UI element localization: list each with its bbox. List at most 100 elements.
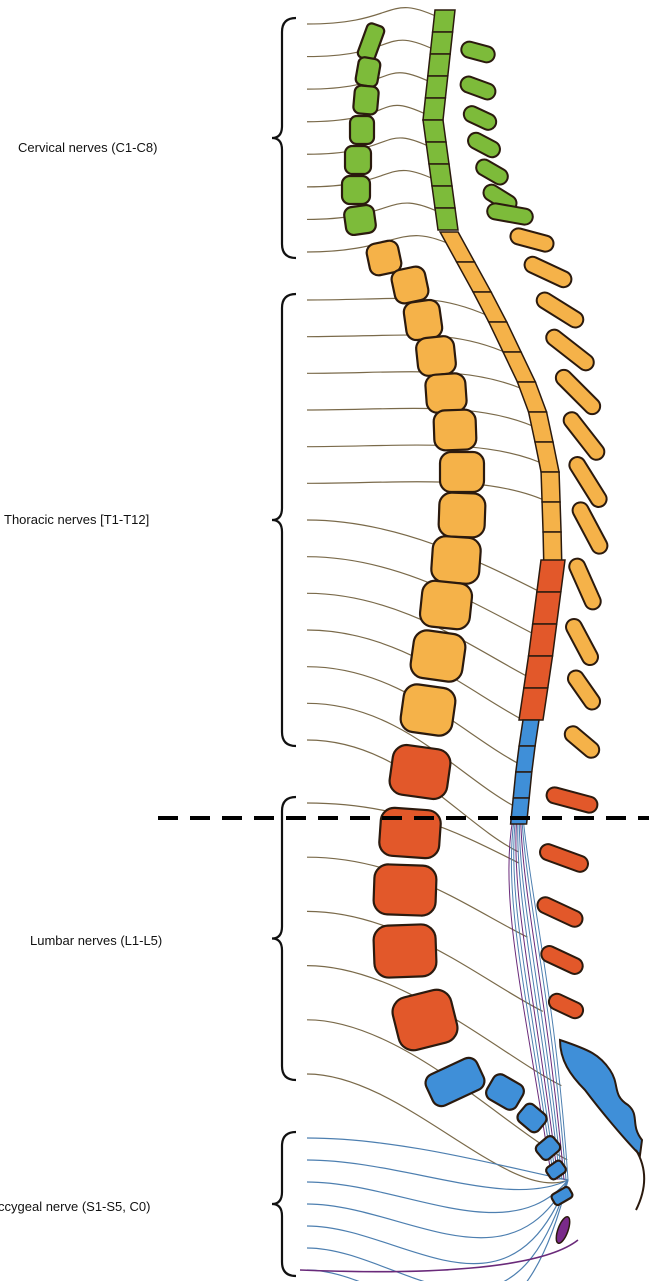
lumbar-cord-segment — [524, 656, 553, 688]
sacral-nerve-line — [307, 1138, 568, 1180]
cervical-vertebral-body — [343, 204, 377, 236]
sacral-nerve-line — [307, 1180, 568, 1281]
thoracic-spinous-process — [566, 454, 609, 510]
thoracic-cord-segment — [473, 292, 507, 322]
sacral-cord-segment — [516, 746, 535, 772]
thoracic-spinous-process — [567, 556, 604, 612]
cervical-vertebral-body — [356, 22, 385, 62]
thoracic-spinous-process — [553, 367, 604, 418]
lumbar-vertebral-body — [373, 864, 437, 916]
thoracic-vertebral-body — [403, 299, 444, 342]
thoracic-nerve-line — [307, 445, 549, 467]
cervical-spinous-process — [486, 202, 534, 226]
sacral-vertebral-body — [422, 1055, 487, 1109]
cervical-nerves-label: Cervical nerves (C1-C8) — [18, 140, 157, 155]
lumbar-vertebral-body — [388, 743, 452, 801]
thoracic-spinous-process — [543, 326, 597, 373]
cervical-nerve-line — [307, 8, 444, 24]
cervical-brace — [272, 18, 296, 258]
cervical-vertebral-body — [355, 56, 382, 87]
sacral-vertebral-body — [550, 1186, 573, 1206]
thoracic-nerve-line — [307, 482, 551, 504]
thoracic-cord-segment — [541, 472, 560, 502]
thoracic-vertebral-body — [409, 629, 467, 684]
cervical-spinous-process — [461, 104, 499, 133]
thoracic-cord-segment — [542, 502, 561, 532]
thoracic-vertebral-body — [390, 265, 430, 305]
sacral-nerve-line — [307, 1180, 568, 1238]
thoracic-vertebral-body — [440, 452, 484, 492]
region-braces — [272, 18, 296, 1276]
sacral-nerve-line — [307, 1180, 568, 1264]
thoracic-vertebral-body — [433, 409, 476, 450]
lumbar-spinous-process — [538, 842, 590, 874]
thoracic-cord-segment — [543, 532, 562, 562]
sacral-cord-segment — [511, 798, 530, 824]
cervical-cord-segment — [423, 120, 446, 142]
thoracic-spinous-process — [534, 289, 587, 330]
sacral-cord-segment — [519, 720, 539, 746]
lumbar-vertebral-body — [378, 807, 441, 859]
cervical-nerve-line — [307, 170, 442, 186]
thoracic-nerves-label: Thoracic nerves [T1-T12] — [4, 512, 149, 527]
thoracic-vertebral-body — [430, 535, 481, 584]
thoracic-nerve-line — [307, 372, 532, 394]
cervical-cord-segment — [432, 186, 455, 208]
lumbar-nerves-label: Lumbar nerves (L1-L5) — [30, 933, 162, 948]
coccyx-outline — [636, 1150, 644, 1210]
cervical-cord-segment — [425, 76, 447, 98]
thoracic-spinous-process — [560, 409, 607, 463]
cervical-spinous-process — [458, 74, 497, 101]
lumbar-cord-segment — [533, 592, 561, 624]
thoracic-cord-segment — [517, 382, 546, 412]
sacral-brace — [272, 1132, 296, 1276]
lumbar-spinous-process — [545, 786, 599, 815]
thoracic-spinous-process — [509, 227, 556, 254]
lumbar-vertebral-body — [373, 924, 437, 978]
thoracic-spinous-process — [570, 500, 610, 557]
cervical-cord-segment — [423, 98, 445, 120]
thoracic-brace — [272, 294, 296, 746]
cervical-cord-segment — [426, 142, 449, 164]
cervical-spinous-process — [460, 40, 497, 64]
lumbar-spinous-process — [535, 895, 585, 930]
sacral-coccygeal-nerves-label: ccygeal nerve (S1-S5, C0) — [0, 1199, 150, 1214]
cervical-vertebral-body — [345, 146, 371, 174]
thoracic-spinous-process — [565, 667, 603, 712]
cervical-cord-segment — [433, 10, 455, 32]
lumbar-cord-segment — [529, 624, 557, 656]
thoracic-cord-segment — [529, 412, 553, 442]
cervical-cord-segment — [435, 208, 458, 230]
sacrum-dorsal-surface — [560, 1040, 642, 1155]
cervical-vertebral-body — [353, 85, 379, 115]
thoracic-cord-segment — [457, 262, 492, 292]
thoracic-vertebral-body — [419, 580, 474, 631]
cervical-spinous-process — [473, 157, 510, 188]
thoracic-spinous-process — [522, 254, 574, 290]
cervical-vertebral-body — [350, 116, 374, 144]
cervical-nerve-line — [307, 203, 446, 219]
thoracic-vertebral-body — [438, 492, 486, 538]
thoracic-cord-segment — [535, 442, 559, 472]
thoracic-nerve-line — [307, 408, 541, 430]
thoracic-vertebral-body — [399, 683, 457, 738]
sacral-nerve-line — [307, 1180, 568, 1281]
cervical-cord-segment — [430, 32, 452, 54]
thoracic-cord-segment — [503, 352, 535, 382]
sacral-cord-segment — [513, 772, 532, 798]
lumbar-cord-segment — [537, 560, 565, 592]
lumbar-cord-segment — [519, 688, 548, 720]
lumbar-brace — [272, 797, 296, 1080]
lumbar-vertebral-body — [389, 987, 460, 1054]
cervical-cord-segment — [429, 164, 452, 186]
thoracic-vertebral-body — [415, 335, 457, 377]
cervical-vertebral-body — [342, 176, 370, 204]
thoracic-spinous-process — [562, 723, 603, 761]
thoracic-vertebral-body — [425, 373, 468, 414]
thoracic-cord-segment — [440, 232, 475, 262]
thoracic-spinous-process — [563, 616, 601, 668]
cervical-cord-segment — [428, 54, 450, 76]
cervical-spinous-process — [465, 130, 503, 160]
